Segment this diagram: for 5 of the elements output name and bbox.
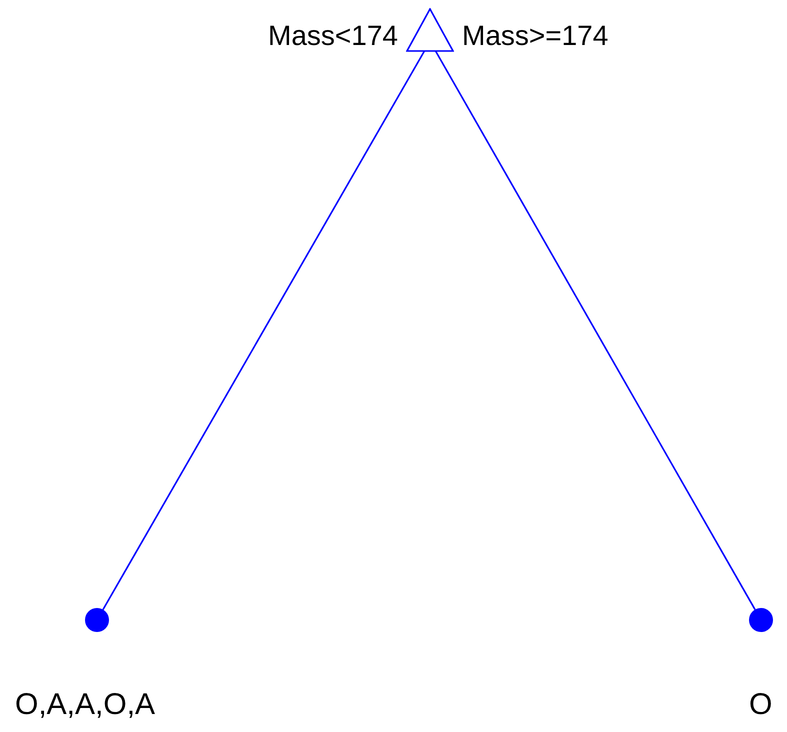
split-node-triangle [406,8,454,52]
tree-branch [102,50,426,610]
leaf-class-label: O,A,A,O,A [15,688,156,721]
leaf-class-label: O [749,688,772,721]
tree-branch [434,50,756,610]
